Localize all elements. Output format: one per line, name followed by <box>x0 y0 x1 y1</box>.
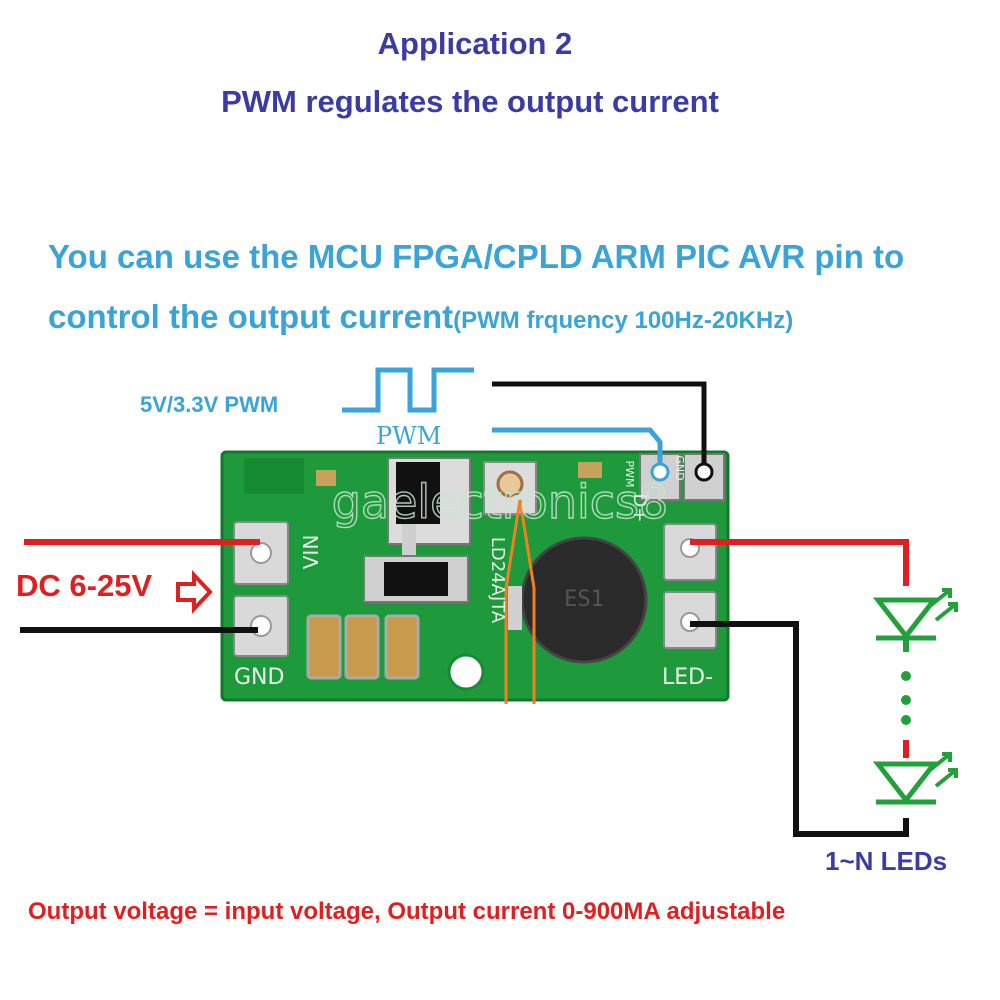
description-line-2: control the output current(PWM frquency … <box>48 298 793 336</box>
leds-label: 1~N LEDs <box>825 846 948 876</box>
pcb-hatched-area <box>244 458 304 494</box>
watermark: gaelectronics8 <box>332 475 669 529</box>
capacitor-3 <box>384 614 420 680</box>
pwm-pin-silk-label: PWM <box>623 460 636 487</box>
led-chain-dot <box>901 671 911 681</box>
pwm-signal-wire <box>492 427 663 464</box>
chip-silk-label: LD24AJTA <box>487 537 508 624</box>
pwm-ground-wire <box>492 381 707 464</box>
footer-note: Output voltage = input voltage, Output c… <box>28 898 786 925</box>
pwm-waveform-label: PWM <box>376 422 442 450</box>
inductor-pad-left <box>508 586 522 630</box>
smd-component-right <box>578 462 602 478</box>
led-chain-dot <box>901 695 911 705</box>
gnd-silk-label: GND <box>234 665 284 690</box>
mosfet-leg <box>402 524 416 558</box>
description-line-1: You can use the MCU FPGA/CPLD ARM PIC AV… <box>48 238 905 275</box>
vin-silk-label: VIN <box>299 535 323 570</box>
dc-input-label: DC 6-25V <box>16 568 153 603</box>
capacitor-2 <box>344 614 380 680</box>
led-positive-wire <box>690 539 909 586</box>
diode-body <box>384 562 448 596</box>
smd-component-top <box>316 470 336 486</box>
gnd-pin-hole <box>694 462 714 482</box>
gnd-pin-silk-label: GND <box>673 455 686 480</box>
pwm-input-label: 5V/3.3V PWM <box>140 392 279 417</box>
mounting-hole <box>447 653 485 691</box>
plus-pin-silk-label: D+ <box>629 494 650 523</box>
pwm-frequency-note: (PWM frquency 100Hz-20KHz) <box>453 307 794 334</box>
vin-hole <box>250 542 272 564</box>
title-line-2: PWM regulates the output current <box>221 84 719 119</box>
potentiometer-knob <box>496 470 524 498</box>
led-chain-dot <box>901 715 911 725</box>
title-line-1: Application 2 <box>377 26 573 61</box>
mosfet-body <box>396 462 440 524</box>
inductor-marking: ES1 <box>564 587 604 612</box>
dc-input-arrow <box>176 569 213 615</box>
description-main: control the output current <box>48 298 454 335</box>
led-minus-silk-label: LED- <box>662 665 713 690</box>
potentiometer-indicator <box>504 499 536 704</box>
led-negative-wire <box>690 621 909 837</box>
led-1-symbol <box>872 588 958 641</box>
capacitor-1 <box>306 614 342 680</box>
led-n-symbol <box>872 752 958 805</box>
pwm-waveform <box>342 367 474 413</box>
